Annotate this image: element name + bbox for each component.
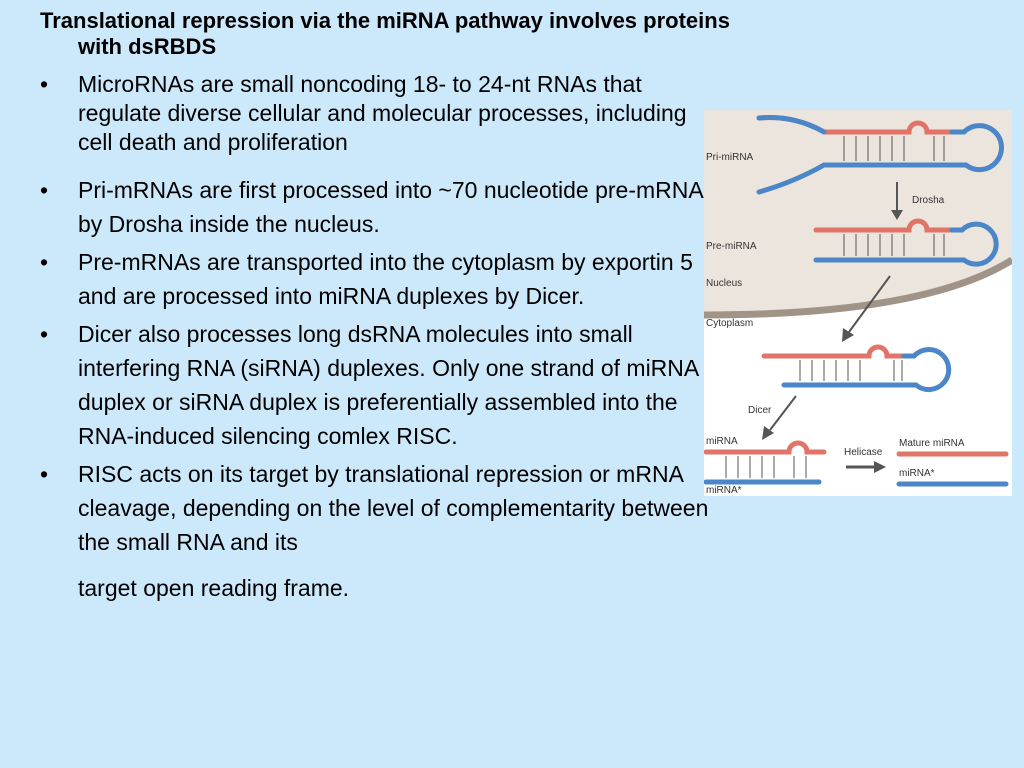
bullet-item: • MicroRNAs are small noncoding 18- to 2… xyxy=(40,70,720,157)
bullet-text: Pri-mRNAs are first processed into ~70 n… xyxy=(78,177,716,237)
mirna-pathway-figure: Pri-miRNA Drosha Pre-miRNA Nucleus Cytop… xyxy=(704,110,1012,496)
mirna-duplex-structure xyxy=(704,440,827,485)
mirna-star-label-right: miRNA* xyxy=(899,468,935,479)
bullet-symbol: • xyxy=(40,321,49,347)
dicer-arrowhead xyxy=(762,426,774,440)
cytoplasm-label: Cytoplasm xyxy=(706,318,753,329)
dicer-arrow xyxy=(769,395,797,431)
pri-mirna-label: Pri-miRNA xyxy=(706,152,754,163)
bullet-text-continuation: target open reading frame. xyxy=(78,575,350,601)
bullet-text: Dicer also processes long dsRNA molecule… xyxy=(78,321,698,449)
slide-title: Translational repression via the miRNA p… xyxy=(40,8,730,59)
export-arrow xyxy=(848,275,891,333)
bullet-text: MicroRNAs are small noncoding 18- to 24-… xyxy=(78,71,687,155)
pri-mirna-structure xyxy=(756,115,1004,195)
bullet-symbol: • xyxy=(40,177,49,203)
bullet-item: • RISC acts on its target by translation… xyxy=(40,457,720,605)
bullet-symbol: • xyxy=(40,461,49,487)
bullet-symbol: • xyxy=(40,71,49,97)
export-arrowhead xyxy=(842,328,854,342)
drosha-arrowhead xyxy=(891,210,903,220)
pre-mirna-cytoplasm-structure xyxy=(761,344,952,393)
mirna-label: miRNA xyxy=(706,436,738,447)
pre-mirna-nucleus-structure xyxy=(813,218,999,267)
helicase-label: Helicase xyxy=(844,447,883,458)
mature-mirna-label: Mature miRNA xyxy=(899,438,965,449)
drosha-label: Drosha xyxy=(912,195,945,206)
helicase-arrowhead xyxy=(874,461,886,473)
bullet-item: • Dicer also processes long dsRNA molecu… xyxy=(40,317,720,453)
dicer-label: Dicer xyxy=(748,405,772,416)
bullet-text: Pre-mRNAs are transported into the cytop… xyxy=(78,249,693,309)
pathway-diagram: Pri-miRNA Drosha Pre-miRNA Nucleus Cytop… xyxy=(704,110,1012,496)
bullet-symbol: • xyxy=(40,249,49,275)
nucleus-label: Nucleus xyxy=(706,278,742,289)
nucleus-region xyxy=(704,110,1012,315)
mirna-star-label-left: miRNA* xyxy=(706,485,742,496)
nuclear-membrane xyxy=(704,257,1012,319)
bullet-item: • Pri-mRNAs are first processed into ~70… xyxy=(40,173,720,241)
bullet-item: • Pre-mRNAs are transported into the cyt… xyxy=(40,245,720,313)
pre-mirna-label: Pre-miRNA xyxy=(706,241,757,252)
bullet-text: RISC acts on its target by translational… xyxy=(78,461,709,555)
bullet-list: • MicroRNAs are small noncoding 18- to 2… xyxy=(40,70,720,605)
